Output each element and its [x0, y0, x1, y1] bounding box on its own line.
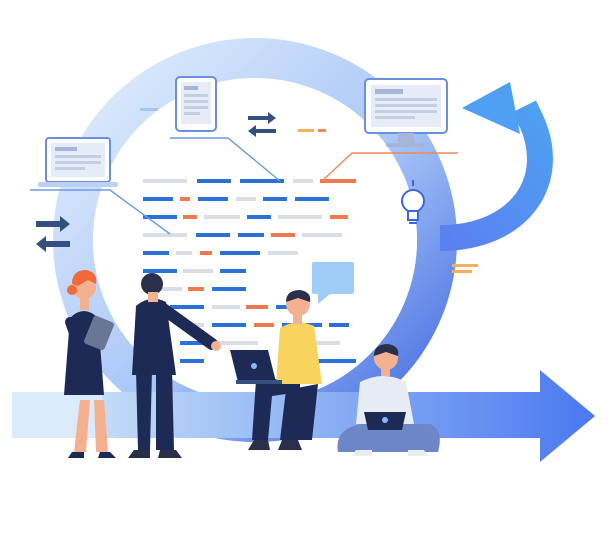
lightbulb-icon: [401, 180, 425, 224]
laptop-icon: [38, 137, 118, 187]
woman-with-tablet: [64, 270, 116, 458]
cycle-arrow-icon: [439, 82, 553, 251]
exchange-arrows-icon: [36, 112, 276, 252]
code-block: [143, 179, 356, 363]
chat-bubble-icon: [312, 262, 354, 304]
tablet-icon: [175, 76, 217, 132]
man-pointing: [128, 273, 221, 458]
man-with-laptop: [230, 290, 322, 450]
callout-lines: [30, 137, 458, 235]
decor-dashes: [140, 108, 478, 273]
man-cross-legged: [337, 344, 440, 456]
monitor-icon: [364, 78, 448, 147]
